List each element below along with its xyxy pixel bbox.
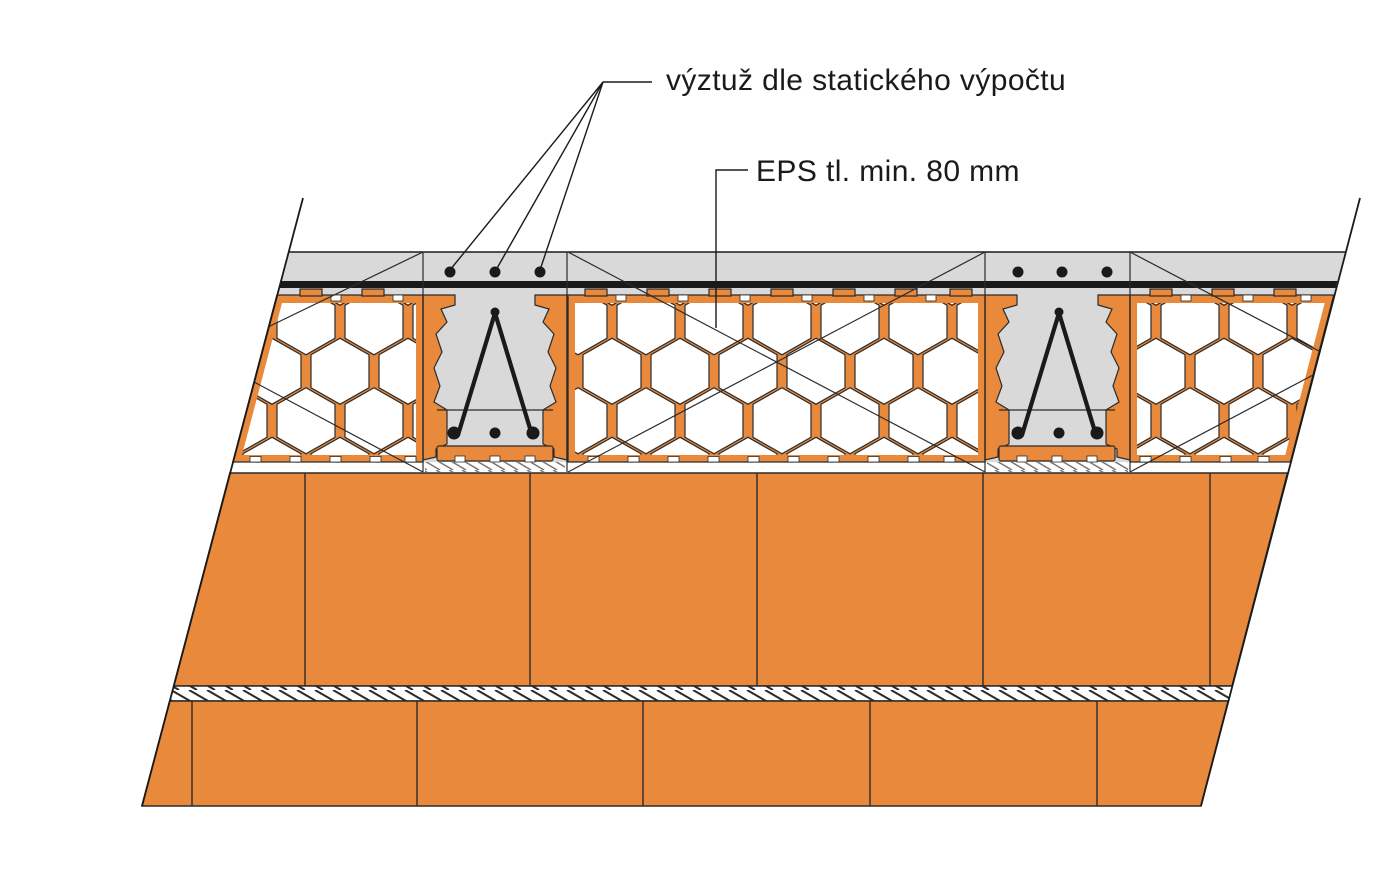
- brick-row-lower: [140, 700, 1230, 807]
- right-cut-edge: [1200, 197, 1361, 807]
- topping-slab: [276, 251, 1345, 295]
- truss-bottom-bar: [1011, 426, 1025, 440]
- truss-top-bar: [490, 307, 500, 317]
- beam-rib-1: [422, 266, 568, 463]
- block-flank-right: [534, 294, 568, 461]
- reinforcement-label: výztuž dle statického výpočtu: [666, 64, 1066, 97]
- hollow-block-panels: [231, 288, 1335, 463]
- eps-leader-line: [715, 169, 748, 328]
- truss-bottom-bar: [447, 426, 461, 440]
- under-beam-mortar-hatch: [425, 462, 1128, 472]
- hollow-block-middle: [567, 288, 986, 463]
- panel-diagonals: [253, 251, 1320, 473]
- hollow-block-right: [1129, 288, 1335, 463]
- brick-row-upper: [172, 472, 1289, 687]
- panel-boundary-lines: [422, 252, 1131, 472]
- mortar-bed-joint: [169, 685, 1233, 702]
- left-cut-edge: [141, 197, 304, 807]
- lattice-truss: [1011, 307, 1104, 440]
- truss-bottom-bar: [1090, 426, 1104, 440]
- section-cut-edges: [141, 197, 1361, 807]
- slab-soffit-line: [278, 281, 1338, 288]
- eps-label: EPS tl. min. 80 mm: [756, 155, 1020, 188]
- slab-reinforcement-dots: [1012, 266, 1113, 278]
- block-flank-left: [422, 294, 456, 461]
- lattice-truss: [447, 307, 540, 440]
- block-flank-left: [984, 294, 1018, 461]
- beam-rib-2: [984, 266, 1131, 463]
- truss-bottom-bar: [526, 426, 540, 440]
- annotation-eps: EPS tl. min. 80 mm: [715, 155, 1020, 328]
- block-flank-right: [1097, 294, 1131, 461]
- annotation-reinforcement: výztuž dle statického výpočtu: [449, 64, 1066, 271]
- truss-bottom-bar: [1053, 427, 1065, 439]
- hollow-block-left: [231, 288, 424, 463]
- truss-top-bar: [1054, 307, 1064, 317]
- truss-bottom-bar: [489, 427, 501, 439]
- slab-reinforcement-dots: [444, 266, 546, 278]
- leader-lines: [449, 81, 652, 271]
